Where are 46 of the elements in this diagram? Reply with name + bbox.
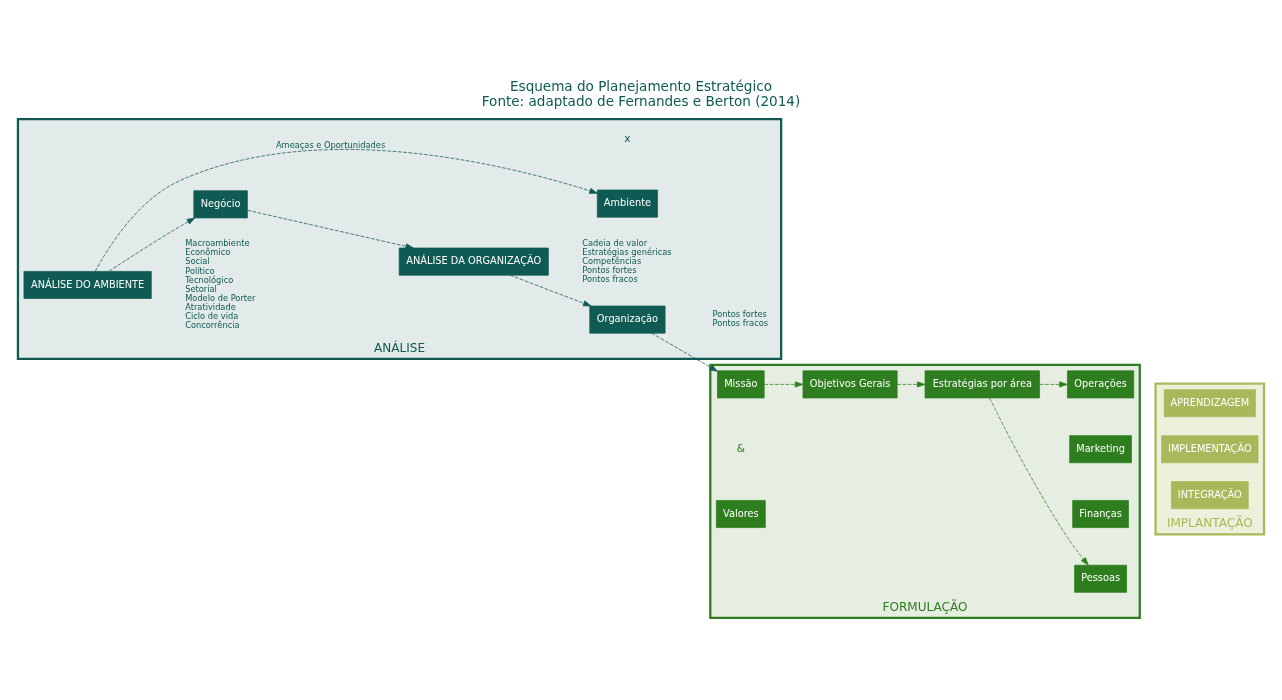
node-box: Finanças (1072, 499, 1129, 528)
arrow (1039, 380, 1068, 387)
node-label: Setorial (185, 283, 217, 294)
node-box: Estratégias por área (924, 369, 1040, 398)
node-label: Pontos fracos (582, 273, 638, 284)
node-label: Pontos fortes (582, 264, 637, 275)
node-label: Econômico (185, 246, 231, 257)
arrow (94, 148, 598, 272)
node-label: Competências (582, 255, 642, 266)
node-label: Atratividade (185, 301, 236, 312)
arrow (989, 397, 1089, 565)
edge-label: Ameaças e Oportunidades (275, 139, 386, 150)
arrow (764, 380, 804, 387)
node-label: Ciclo de vida (185, 310, 239, 321)
node-box: IMPLEMENTAÇÃO (1161, 434, 1259, 463)
node-box: Organização (589, 305, 666, 334)
node-box: Ambiente (596, 189, 658, 218)
label: & (736, 441, 745, 454)
label: x (624, 131, 631, 144)
node-label: Cadeia de valor (582, 237, 648, 248)
arrow (896, 380, 926, 387)
node-label: Social (185, 255, 210, 266)
node-box: INTEGRAÇÃO (1171, 480, 1249, 509)
node-box: ANÁLISE DA ORGANIZAÇÃO (398, 247, 549, 276)
node-box: Missão (717, 369, 765, 398)
arrow (247, 209, 414, 249)
arrow (509, 274, 592, 306)
node-box: Objetivos Gerais (802, 369, 898, 398)
node-box: ANÁLISE DO AMBIENTE (23, 270, 152, 299)
node-label: Tecnológico (185, 274, 234, 285)
node-box: APRENDIZAGEM (1163, 388, 1256, 417)
node-label: Político (185, 265, 215, 275)
node-box: Pessoas (1074, 564, 1127, 593)
node-label: Macroambiente (185, 237, 250, 248)
node-label: Pontos fortes (712, 308, 767, 319)
node-label: Modelo de Porter (185, 292, 256, 303)
node-box: Marketing (1069, 434, 1132, 463)
node-label: Concorrência (185, 319, 240, 330)
node-box: Operações (1067, 369, 1135, 398)
arrow (651, 332, 718, 372)
node-label: Estratégias genéricas (582, 246, 672, 257)
node-box: Valores (715, 499, 766, 528)
node-box: Negócio (193, 189, 248, 218)
node-label: Pontos fracos (712, 317, 769, 328)
arrow (108, 217, 196, 272)
diagram-title: Esquema do Planejamento Estratégico (510, 77, 772, 94)
